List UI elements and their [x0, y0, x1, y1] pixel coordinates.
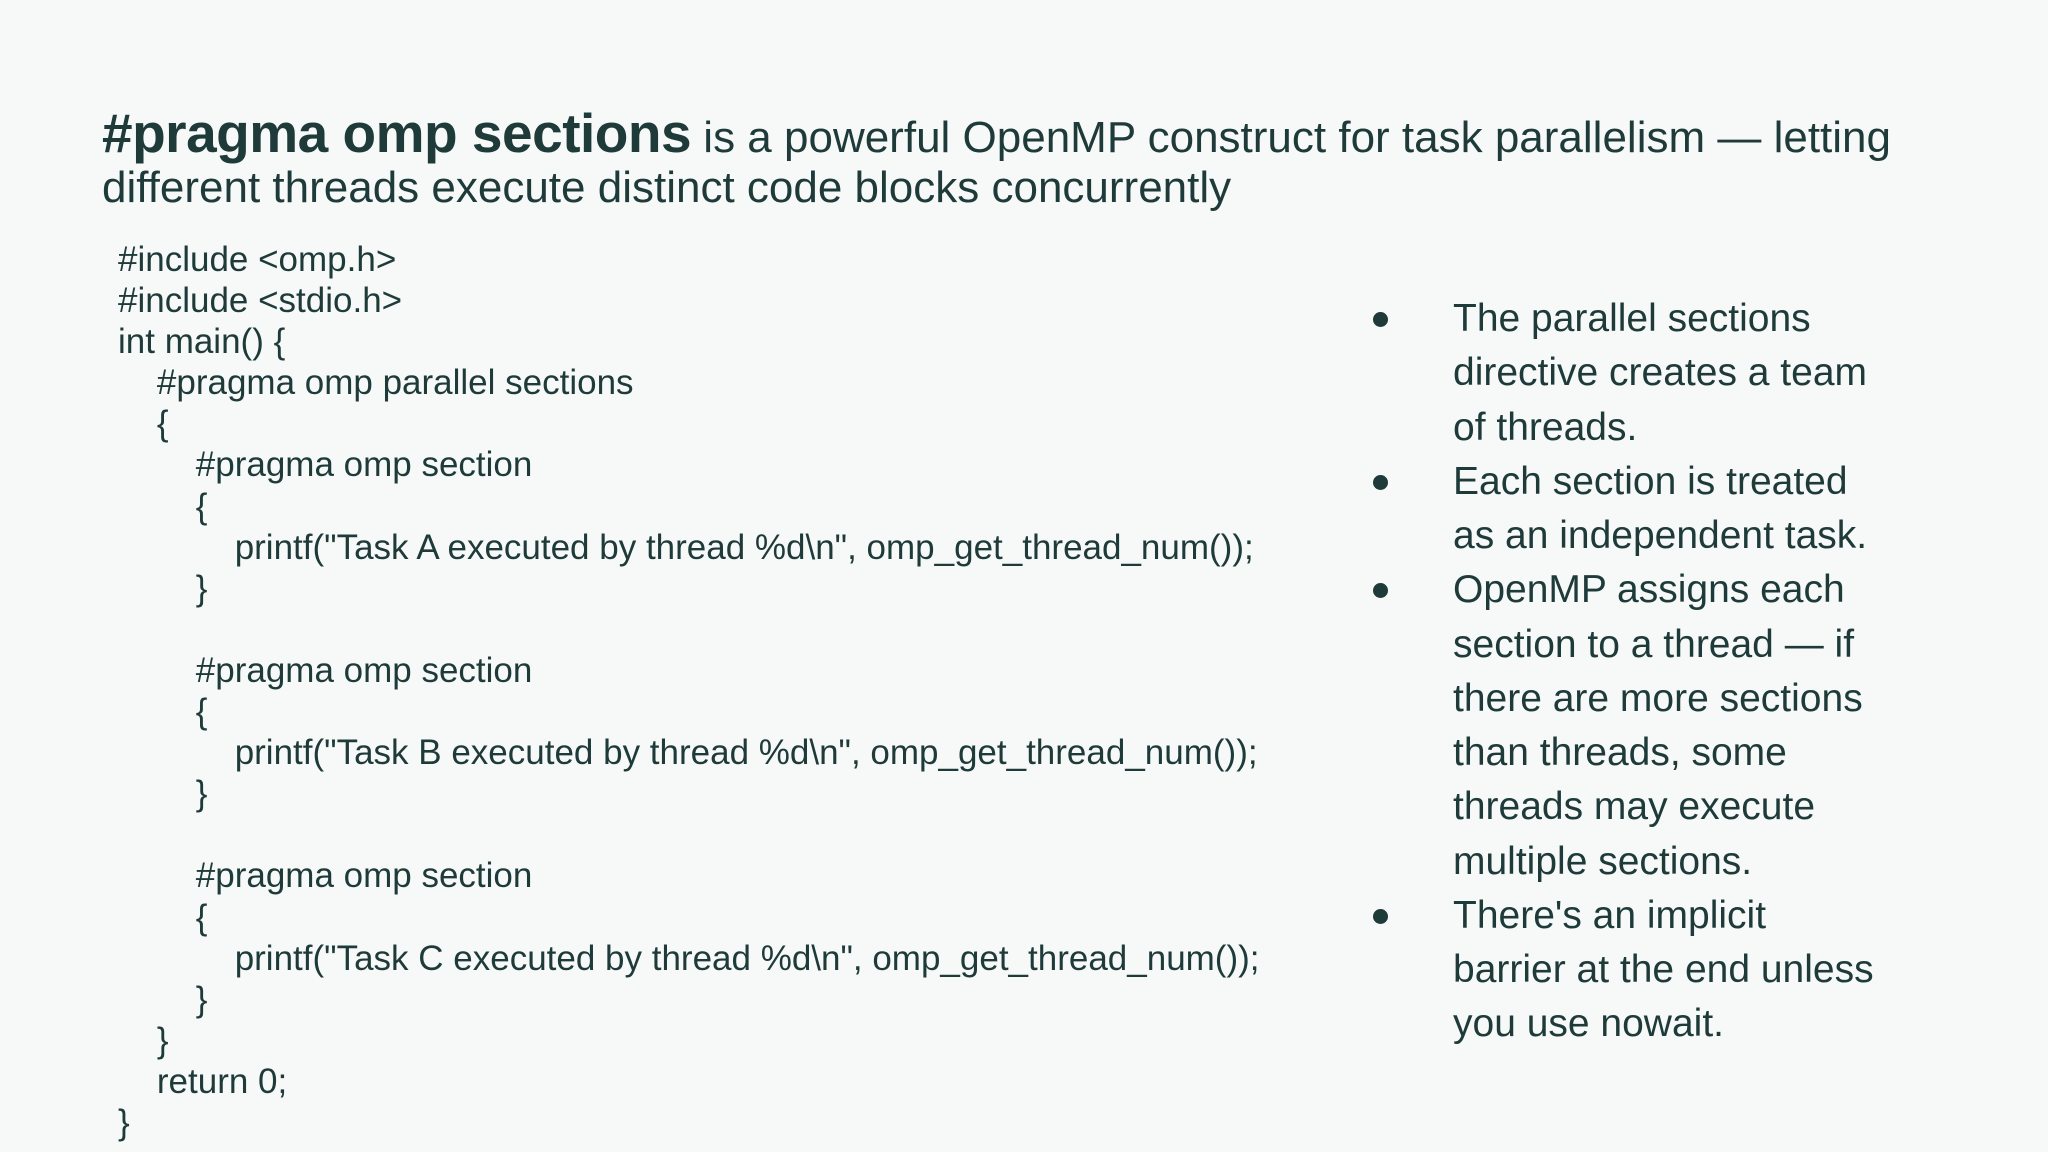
bullet-item-implicit-barrier: There's an implicit barrier at the end u…: [1373, 889, 1881, 1052]
title-rest-line1: is a powerful OpenMP construct for task …: [691, 113, 1891, 162]
bullet-item-team-of-threads: The parallel sections directive creates …: [1373, 292, 1881, 455]
bullet-item-section-assignment: OpenMP assigns each section to a thread …: [1373, 563, 1881, 889]
bullet-item-independent-task: Each section is treated as an independen…: [1373, 455, 1881, 564]
bullet-list: The parallel sections directive creates …: [1367, 292, 1881, 1052]
title-highlight-pragma-omp-sections: #pragma omp sections: [102, 102, 692, 164]
page-title: #pragma omp sections is a powerful OpenM…: [102, 106, 1891, 213]
title-line2: different threads execute distinct code …: [102, 163, 1232, 212]
code-block: #include <omp.h> #include <stdio.h> int …: [118, 240, 1260, 1142]
